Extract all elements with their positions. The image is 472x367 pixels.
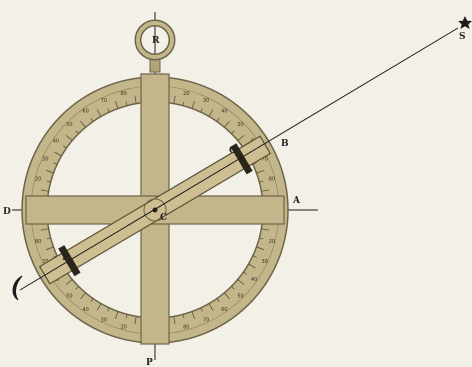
ring-scale-number: 50 xyxy=(237,122,243,128)
label-b: B xyxy=(281,139,289,149)
ring-scale-number: 20 xyxy=(183,91,189,97)
label-f: F xyxy=(62,253,69,263)
ring-scale-number: 40 xyxy=(221,109,227,115)
ring-scale-number: 40 xyxy=(82,307,88,313)
ring-scale-number: 50 xyxy=(237,293,243,299)
label-p: P xyxy=(146,358,153,367)
ring-scale-number: 70 xyxy=(203,317,209,323)
ring-scale-number: 80 xyxy=(269,176,275,182)
ring-scale-number: 70 xyxy=(101,98,107,104)
ring-scale-number: 60 xyxy=(221,307,227,313)
ring-scale-number: 30 xyxy=(101,317,107,323)
ring-scale-number: 20 xyxy=(35,176,41,182)
ring-scale-number: 50 xyxy=(66,293,72,299)
label-d: D xyxy=(3,207,11,217)
ring-scale-number: 20 xyxy=(120,325,126,331)
ring-scale-number: 80 xyxy=(120,91,126,97)
label-a: A xyxy=(292,196,301,206)
ring-scale-number: 50 xyxy=(66,122,72,128)
label-c: C xyxy=(160,213,167,223)
label-s: S xyxy=(459,32,466,42)
label-r: R xyxy=(152,36,160,46)
ring-scale-number: 40 xyxy=(251,277,257,283)
ring-scale-number: 80 xyxy=(35,239,41,245)
ring-scale-number: 20 xyxy=(269,239,275,245)
ring-scale-number: 30 xyxy=(42,157,48,163)
ring-scale-number: 40 xyxy=(53,138,59,144)
ring-scale-number: 30 xyxy=(261,259,267,265)
ring-scale-number: 60 xyxy=(82,109,88,115)
label-g: G xyxy=(229,146,237,156)
ring-scale-number: 30 xyxy=(203,98,209,104)
ring-scale-number: 80 xyxy=(183,325,189,331)
